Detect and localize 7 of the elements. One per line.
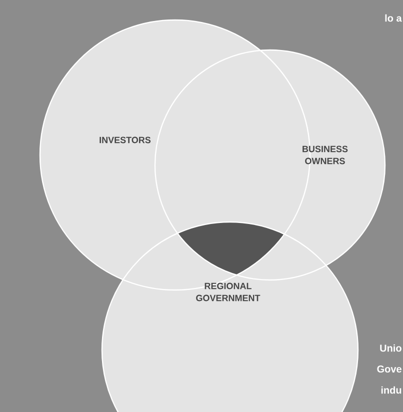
cut-off-text: indu xyxy=(381,386,402,394)
cut-off-text: lo a xyxy=(385,14,402,22)
circle-label: BUSINESS OWNERS xyxy=(302,146,348,164)
circle-label: INVESTORS xyxy=(100,136,151,144)
cut-off-text: Gove xyxy=(377,365,402,373)
cut-off-text: Unio xyxy=(380,344,402,352)
circle-label: REGIONAL GOVERNMENT xyxy=(196,282,260,302)
